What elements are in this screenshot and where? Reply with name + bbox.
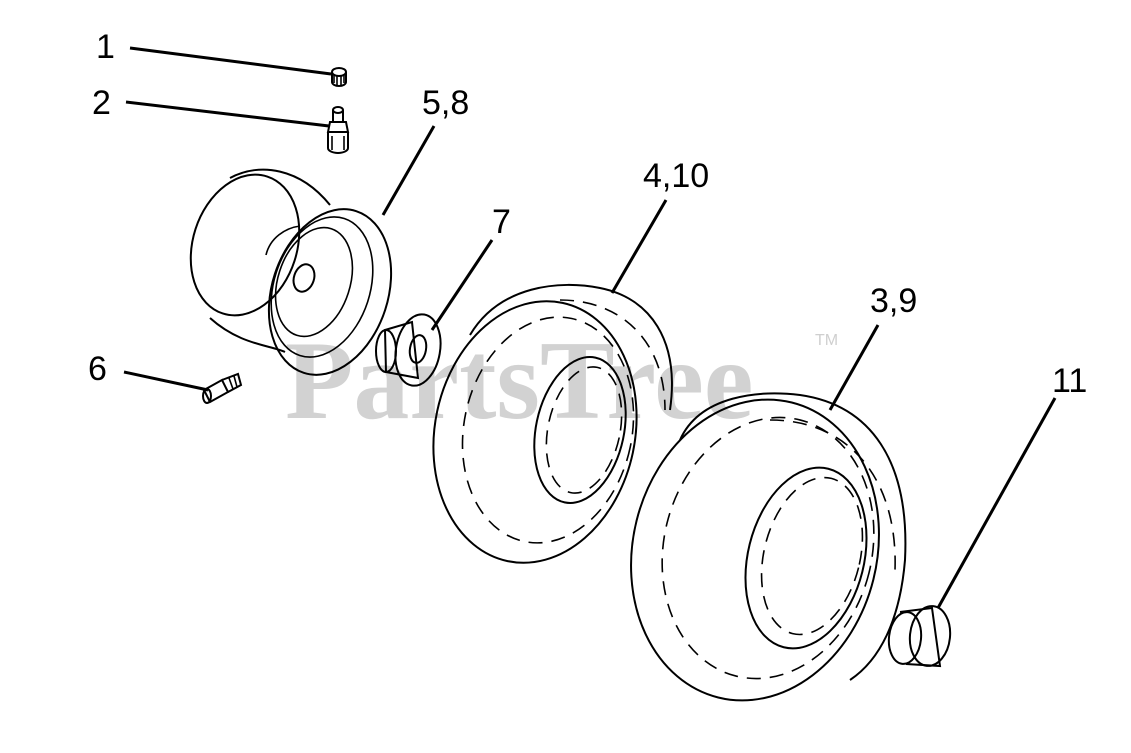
watermark-text: PartsTree xyxy=(285,319,754,443)
valve-cap-part[interactable] xyxy=(331,67,347,87)
callout-leaders xyxy=(123,46,1057,609)
callout-2[interactable]: 2 xyxy=(92,84,111,122)
watermark: PartsTree TM xyxy=(285,319,838,443)
callout-5-8[interactable]: 5,8 xyxy=(422,84,469,122)
callout-3-9[interactable]: 3,9 xyxy=(870,282,917,320)
grease-fitting-part[interactable] xyxy=(202,372,243,404)
callout-11[interactable]: 11 xyxy=(1052,362,1087,400)
callout-labels: 1 2 5,8 4,10 7 3,9 6 11 xyxy=(88,28,1087,400)
leader-3-9 xyxy=(828,324,880,411)
leader-1 xyxy=(129,46,332,76)
leader-2 xyxy=(125,100,330,128)
callout-7[interactable]: 7 xyxy=(492,203,511,241)
watermark-trademark: TM xyxy=(815,332,838,349)
bushing-part[interactable] xyxy=(375,311,446,390)
leader-7 xyxy=(430,239,494,331)
leader-5-8 xyxy=(381,125,436,216)
front-tire-part[interactable] xyxy=(410,282,673,582)
cap-plug-part[interactable] xyxy=(886,604,953,668)
valve-stem-part[interactable] xyxy=(326,106,350,154)
leader-6 xyxy=(123,370,209,392)
leader-11 xyxy=(936,397,1057,609)
callout-1[interactable]: 1 xyxy=(96,28,115,66)
callout-4-10[interactable]: 4,10 xyxy=(643,157,709,195)
wheel-rim-part[interactable] xyxy=(173,160,411,390)
leader-4-10 xyxy=(610,199,668,294)
callout-6[interactable]: 6 xyxy=(88,350,107,388)
